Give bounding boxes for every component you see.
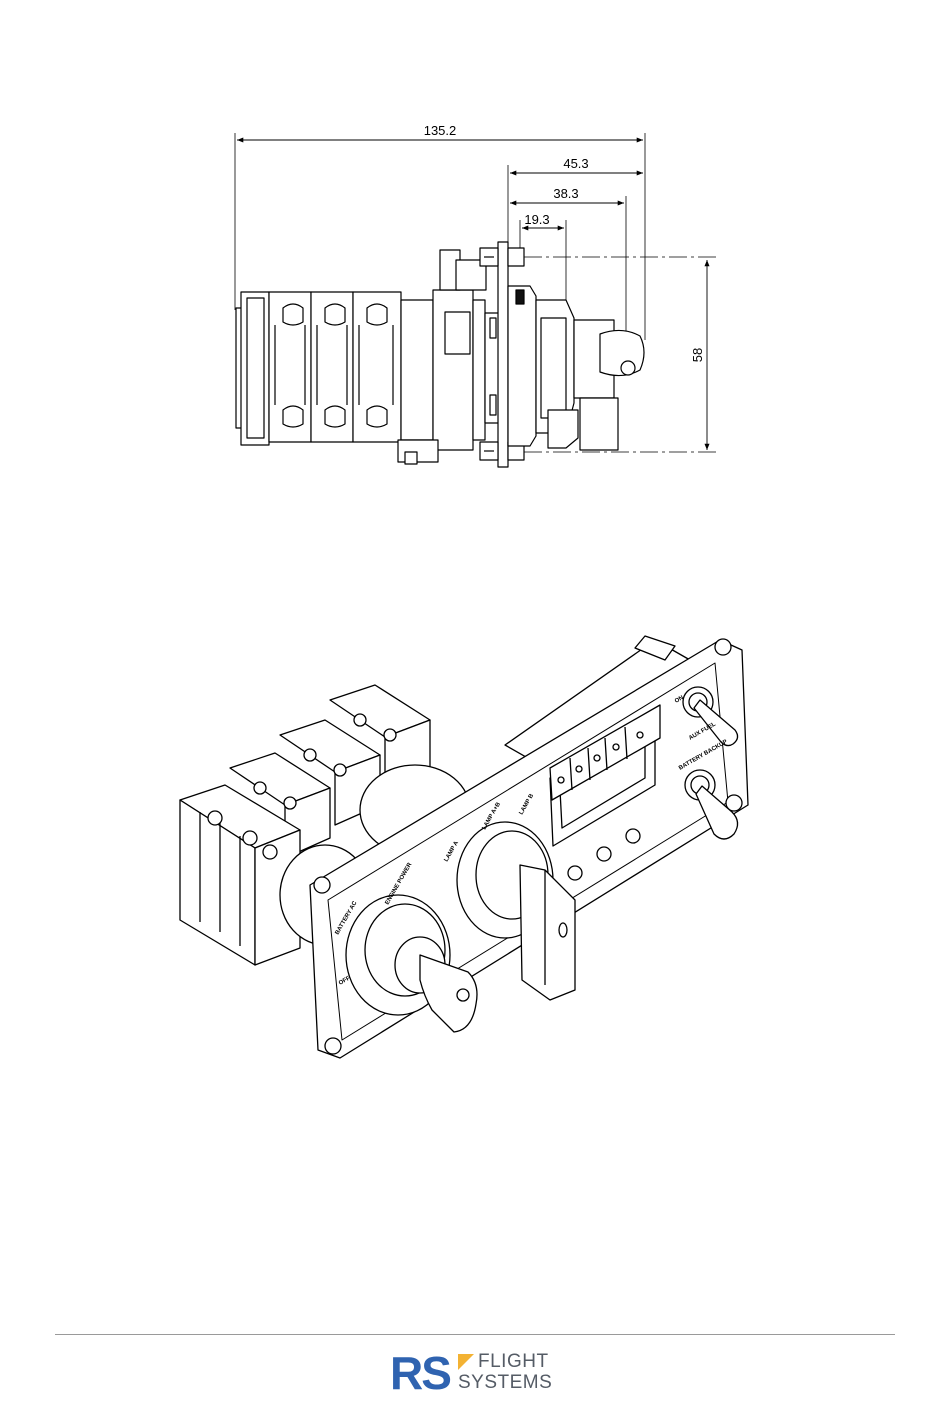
logo-mark: RS [390, 1350, 450, 1396]
dim-front-depth: 45.3 [563, 156, 588, 171]
dim-bezel-depth: 19.3 [524, 212, 549, 227]
lamp-icon [637, 732, 643, 738]
adjust-knob-icon [568, 866, 582, 880]
lamp-icon [558, 777, 564, 783]
contact-block-1 [269, 292, 311, 442]
rs-flight-systems-logo: RS FLIGHT SYSTEMS [390, 1350, 570, 1398]
contact-block-2 [311, 292, 353, 442]
isometric-view-drawing: BATTERY AC ENGINE POWER LAMP A LAMP A+B … [0, 600, 950, 1120]
logo-accent-icon [458, 1354, 474, 1370]
lamp-icon [613, 744, 619, 750]
dim-overall-length: 135.2 [424, 123, 457, 138]
lamp-icon [576, 766, 582, 772]
footer-divider [55, 1334, 895, 1335]
switch-side-body [236, 242, 644, 467]
logo-word-flight: FLIGHT [478, 1352, 549, 1372]
screw-icon [325, 1038, 341, 1054]
screw-icon [715, 639, 731, 655]
contact-stack-lower [180, 785, 300, 965]
screw-icon [314, 877, 330, 893]
side-view-drawing: 135.2 45.3 38.3 19.3 58 [0, 0, 950, 560]
lamp-icon [594, 755, 600, 761]
adjust-knob-icon [626, 829, 640, 843]
adjust-knob-icon [597, 847, 611, 861]
logo-word-systems: SYSTEMS [458, 1373, 552, 1393]
dim-panel-height: 58 [690, 348, 705, 362]
dim-key-depth: 38.3 [553, 186, 578, 201]
contact-block-3 [353, 292, 401, 442]
